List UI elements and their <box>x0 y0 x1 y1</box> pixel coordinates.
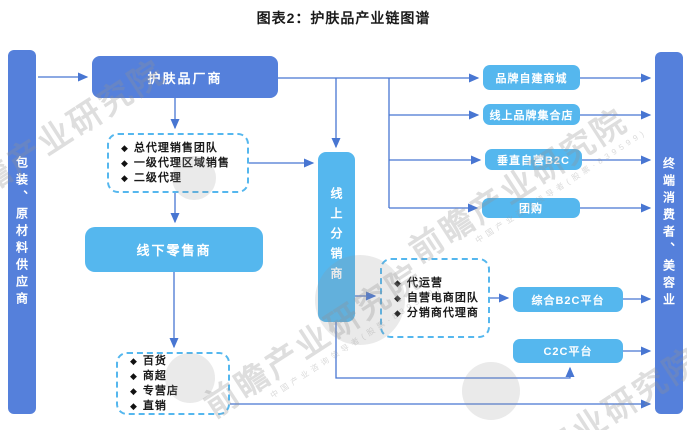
diamond-bullet-icon: ◆ <box>121 157 128 168</box>
list-item: ◆ 自营电商团队 <box>390 291 480 306</box>
agent-channels-list: ◆ 总代理销售团队 ◆ 一级代理区域销售 ◆ 二级代理 <box>107 133 249 193</box>
list-item: ◆ 百货 <box>126 354 220 369</box>
diamond-bullet-icon: ◆ <box>121 142 128 153</box>
list-item: ◆ 一级代理区域销售 <box>117 156 239 171</box>
diamond-bullet-icon: ◆ <box>130 400 137 411</box>
node-online-brand-collection-store: 线上品牌集合店 <box>483 104 580 125</box>
diamond-bullet-icon: ◆ <box>130 370 137 381</box>
list-item: ◆ 代运营 <box>390 276 480 291</box>
list-item-label: 二级代理 <box>133 171 182 184</box>
page-title: 图表2：护肤品产业链图谱 <box>256 10 431 26</box>
node-offline-retailer: 线下零售商 <box>85 227 263 272</box>
diamond-bullet-icon: ◆ <box>121 172 128 183</box>
list-item: ◆ 总代理销售团队 <box>117 141 239 156</box>
list-item: ◆ 分销商代理商 <box>390 306 480 321</box>
list-item-label: 一级代理区域销售 <box>133 156 230 169</box>
list-item: ◆ 专营店 <box>126 384 220 399</box>
diamond-bullet-icon: ◆ <box>394 307 401 318</box>
diamond-bullet-icon: ◆ <box>394 292 401 303</box>
list-item-label: 商超 <box>142 369 167 382</box>
node-online-distributor: 线上分销商 <box>318 152 355 322</box>
list-item-label: 直销 <box>142 399 167 412</box>
ecommerce-operations-list: ◆ 代运营 ◆ 自营电商团队 ◆ 分销商代理商 <box>380 258 490 338</box>
list-item-label: 百货 <box>142 354 167 367</box>
suppliers-bar: 包装、原材料供应商 <box>8 50 36 414</box>
node-comprehensive-b2c-platform: 综合B2C平台 <box>513 287 623 312</box>
node-online-distributor-label: 线上分销商 <box>329 187 343 287</box>
diamond-bullet-icon: ◆ <box>394 277 401 288</box>
consumers-bar: 终端消费者、美容业 <box>655 52 683 414</box>
list-item-label: 代运营 <box>406 276 443 289</box>
list-item: ◆ 二级代理 <box>117 171 239 186</box>
list-item-label: 总代理销售团队 <box>133 141 218 154</box>
list-item: ◆ 商超 <box>126 369 220 384</box>
offline-channels-list: ◆ 百货 ◆ 商超 ◆ 专营店 ◆ 直销 <box>116 352 230 415</box>
list-item-label: 自营电商团队 <box>406 291 479 304</box>
node-vertical-self-operated-b2c: 垂直自营B2C <box>485 149 582 170</box>
node-c2c-platform: C2C平台 <box>513 339 623 363</box>
node-group-buying: 团购 <box>482 198 580 218</box>
list-item-label: 专营店 <box>142 384 179 397</box>
consumers-bar-label: 终端消费者、美容业 <box>661 156 676 310</box>
list-item-label: 分销商代理商 <box>406 306 479 319</box>
list-item: ◆ 直销 <box>126 399 220 414</box>
diamond-bullet-icon: ◆ <box>130 355 137 366</box>
suppliers-bar-label: 包装、原材料供应商 <box>14 155 29 309</box>
diamond-bullet-icon: ◆ <box>130 385 137 396</box>
node-brand-self-built-mall: 品牌自建商城 <box>483 65 580 90</box>
node-skincare-manufacturer: 护肤品厂商 <box>92 56 278 98</box>
